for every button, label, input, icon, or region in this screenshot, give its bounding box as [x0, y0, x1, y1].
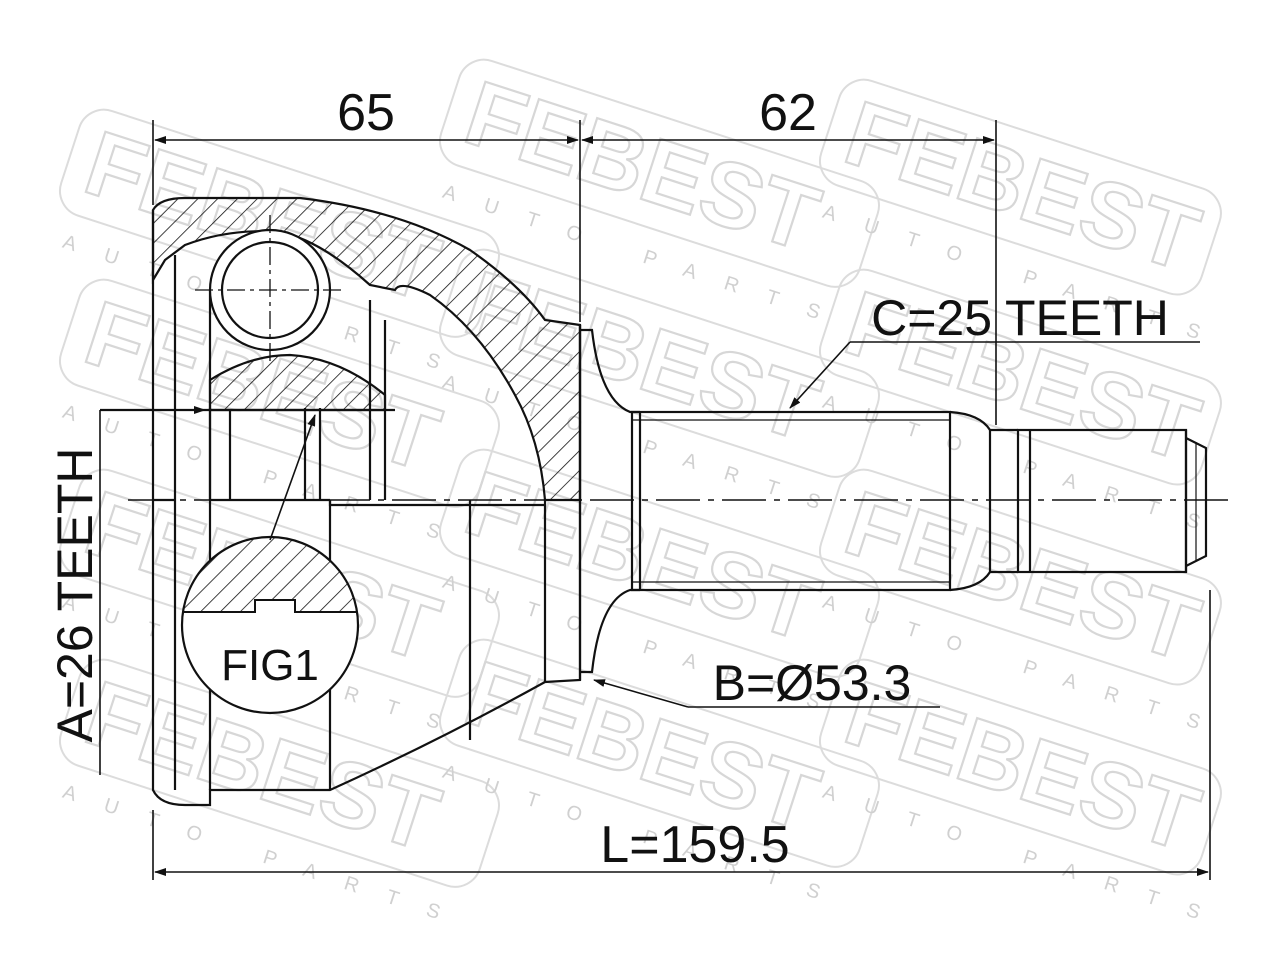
- watermark-layer: FEBEST AUTO PARTS FEBEST AUTO PARTS FEBE…: [59, 58, 1231, 933]
- watermark-frame: [59, 658, 500, 888]
- dimension-total-length-label: L=159.5: [600, 816, 789, 874]
- callout-inner-spline: [99, 406, 206, 775]
- dimension-62: [581, 120, 997, 425]
- watermark-frame: [439, 58, 880, 288]
- callout-abs-diameter: [593, 679, 940, 708]
- callout-outer-spline: [789, 341, 1200, 409]
- watermark-brand: FEBEST: [834, 82, 1211, 291]
- dimension-65: [152, 120, 581, 322]
- dimension-65-label: 65: [337, 84, 395, 142]
- fig1-label: FIG1: [221, 641, 319, 690]
- watermark-frame: [819, 78, 1222, 296]
- spline-section: [630, 410, 952, 592]
- fig1-leader: [269, 414, 316, 541]
- dimension-62-label: 62: [759, 84, 817, 142]
- callout-outer-spline-label: C=25 TEETH: [871, 290, 1169, 346]
- fig1-detail: FIG1: [180, 414, 360, 715]
- bell-housing: [100, 196, 640, 807]
- callout-abs-diameter-label: B=Ø53.3: [713, 655, 912, 711]
- stub-shaft: [630, 410, 1208, 592]
- watermark-frame: [439, 638, 880, 868]
- watermark-frame: [439, 448, 880, 678]
- dimension-total-length: [152, 590, 1211, 880]
- callout-inner-spline-label: A=26 TEETH: [47, 447, 103, 742]
